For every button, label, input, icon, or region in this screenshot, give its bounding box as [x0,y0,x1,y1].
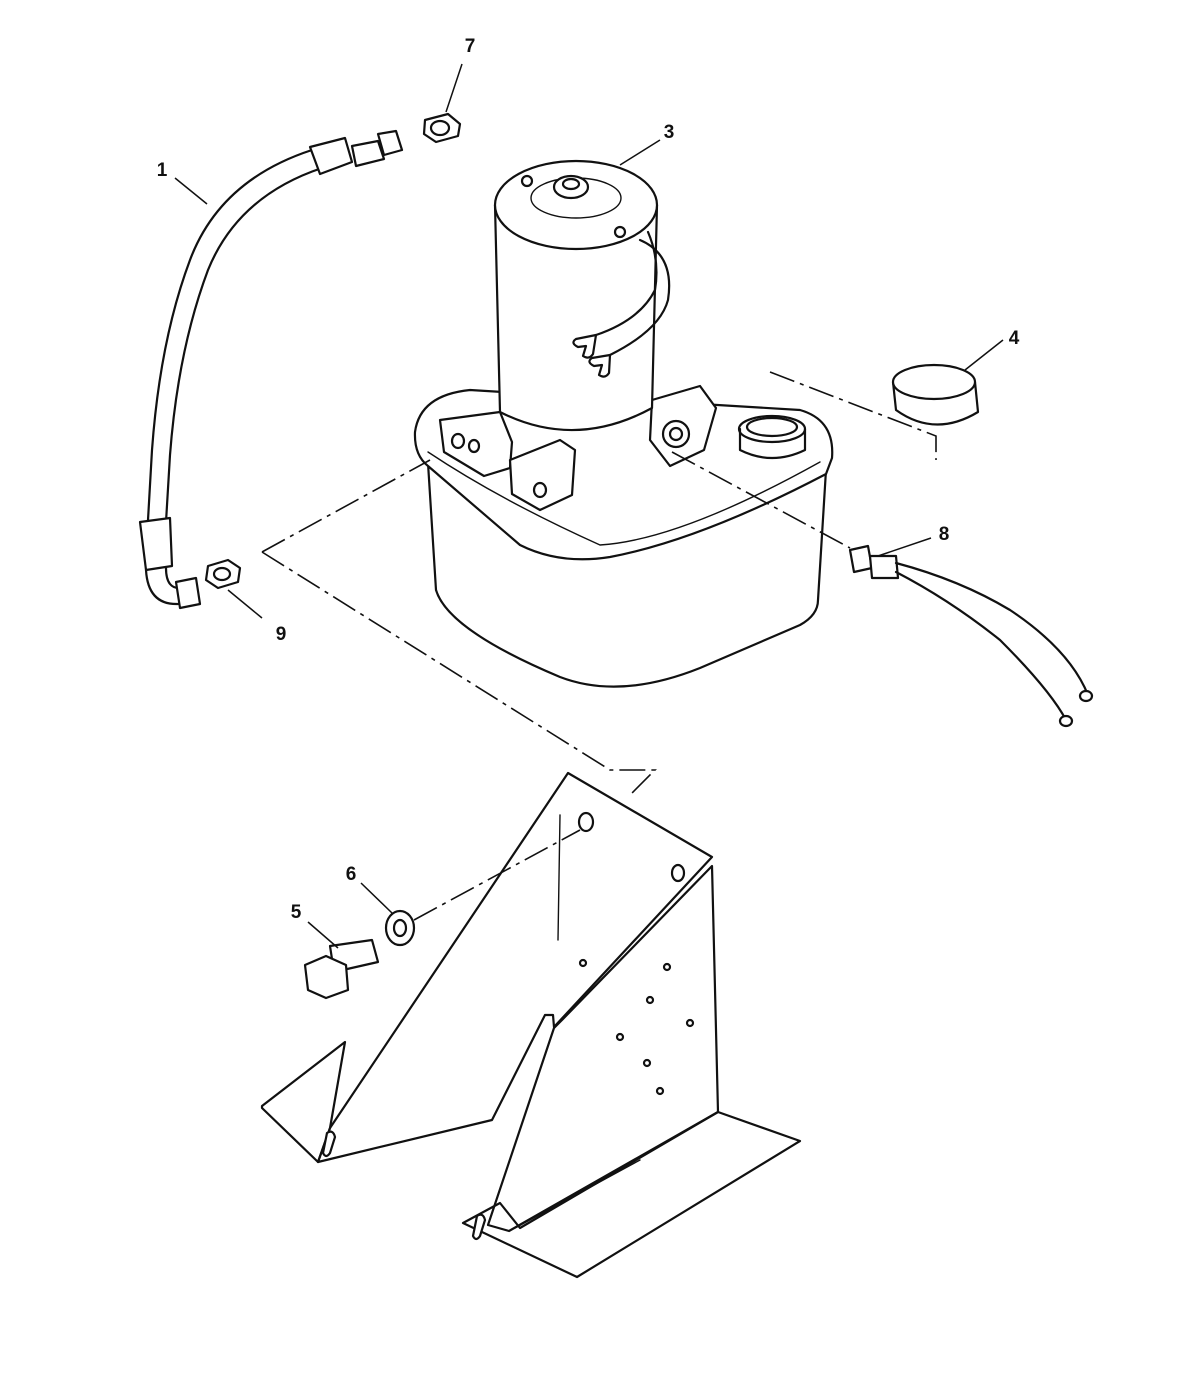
callout-1: 1 [157,160,168,181]
mounting-bracket [260,771,802,1279]
callout-5: 5 [291,902,302,923]
washer-6 [384,909,416,947]
callout-8: 8 [939,524,950,545]
callout-6: 6 [346,864,357,885]
filler-cap [891,363,980,426]
callouts: 1 3 4 5 6 7 8 9 [157,36,1020,949]
assembly-centerlines [261,371,937,921]
plug-fitting-7 [422,112,462,144]
bolt-5 [303,938,380,1000]
pump-reservoir [413,384,834,688]
callout-7: 7 [465,36,476,57]
pump-motor [493,159,671,432]
hydraulic-hose [138,129,404,610]
callout-3: 3 [664,122,675,143]
callout-4: 4 [1009,328,1020,349]
callout-9: 9 [276,624,287,645]
plug-fitting-9 [204,558,242,590]
sender-switch [848,544,1094,728]
